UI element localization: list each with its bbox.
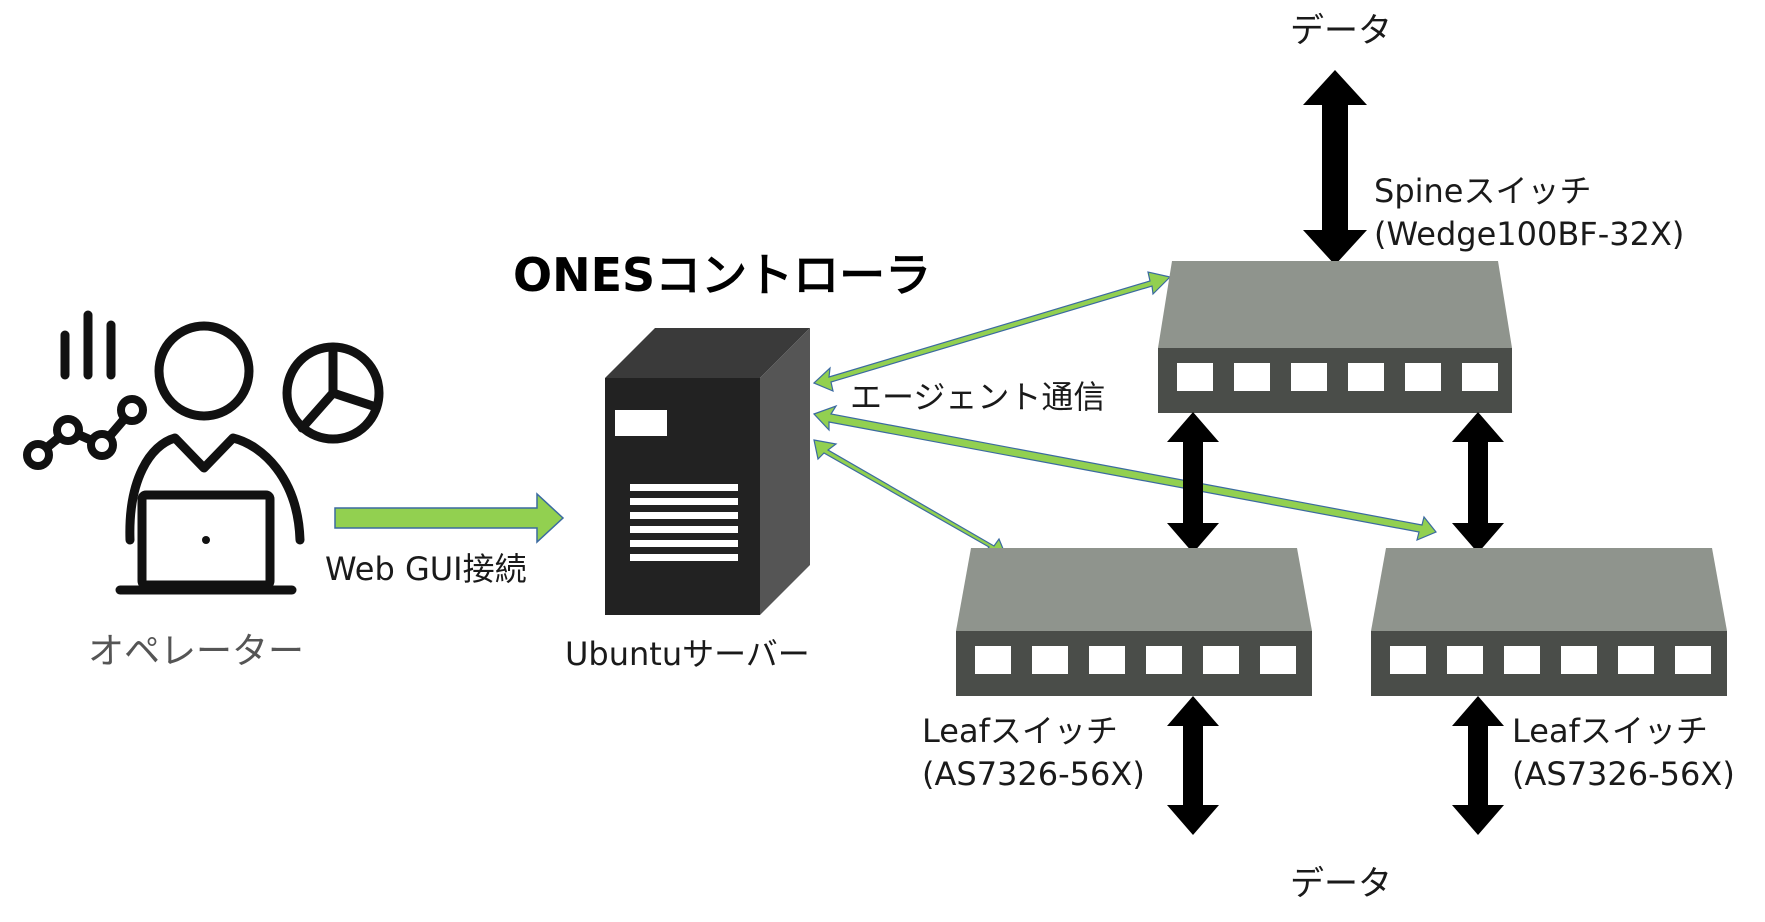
leaf2-name-label: Leafスイッチ — [1512, 712, 1708, 750]
agent-arrows — [812, 271, 1437, 557]
web-gui-label: Web GUI接続 — [325, 550, 527, 588]
controller-title: ONESコントローラ — [513, 248, 931, 302]
server-label: Ubuntuサーバー — [565, 635, 810, 673]
data-top-label: データ — [1290, 11, 1392, 51]
data-arrow-top — [1303, 70, 1367, 265]
spine-switch — [1158, 261, 1512, 413]
leaf1-model-label: (AS7326-56X) — [922, 755, 1145, 793]
leaf1-name-label: Leafスイッチ — [922, 712, 1118, 750]
data-bottom-label: データ — [1290, 864, 1392, 904]
leaf1-data-arrow — [1167, 696, 1219, 835]
leaf-switch-1 — [956, 548, 1312, 696]
operator-icon — [23, 310, 384, 595]
agent-comm-label: エージェント通信 — [850, 378, 1105, 416]
spine-leaf-arrows — [1167, 412, 1504, 553]
web-gui-arrow — [334, 492, 565, 544]
leaf2-model-label: (AS7326-56X) — [1512, 755, 1735, 793]
leaf2-data-arrow — [1452, 696, 1504, 835]
spine-model-label: (Wedge100BF-32X) — [1374, 215, 1684, 253]
server-icon — [605, 328, 810, 615]
operator-label: オペレーター — [88, 631, 304, 672]
spine-name-label: Spineスイッチ — [1374, 172, 1592, 210]
leaf-switch-2 — [1371, 548, 1727, 696]
